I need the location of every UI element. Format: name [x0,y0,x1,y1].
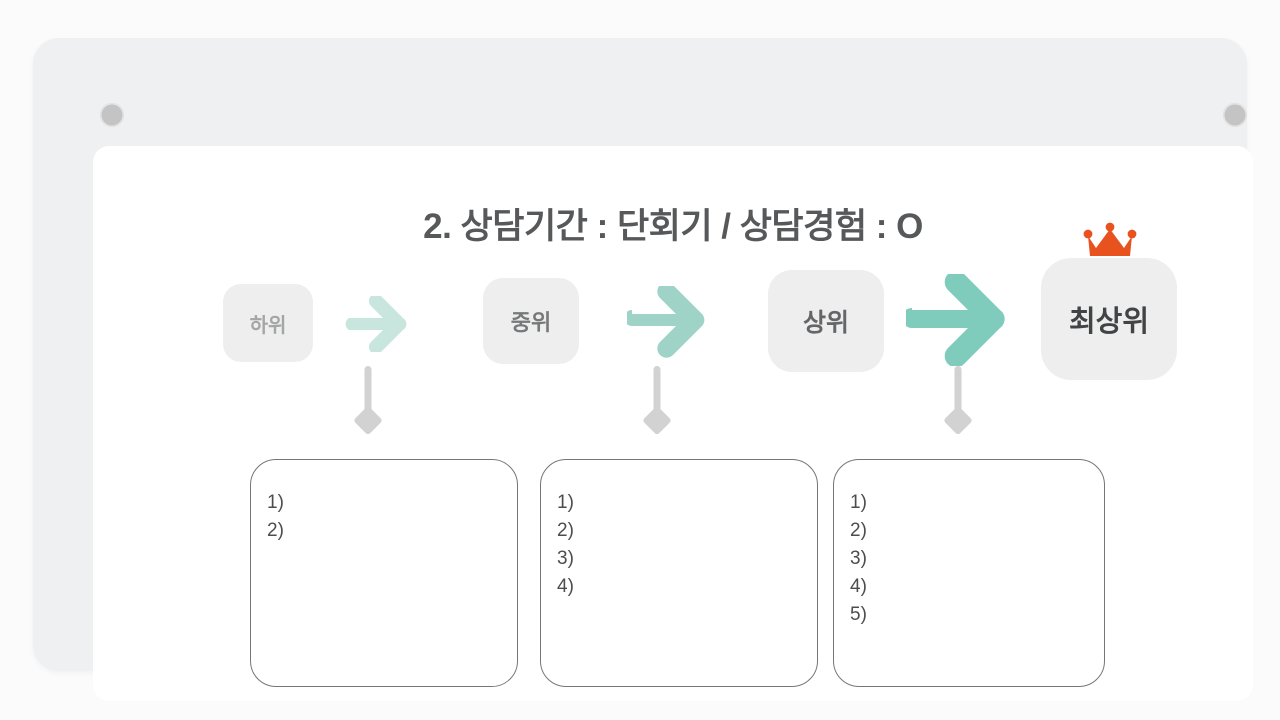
list-item: 5) [850,604,867,625]
connector-stem [954,366,962,418]
page-title: 2. 상담기간 : 단회기 / 상담경험 : O [423,207,923,246]
list-item: 3) [557,548,574,569]
crown-icon [1083,222,1137,260]
list-item: 2) [557,520,574,541]
stage-label: 상위 [802,309,849,337]
content-box-2[interactable]: 1) 2) 3) 4) [540,459,818,687]
list-item: 3) [850,548,867,569]
list-item: 1) [557,492,574,513]
content-box-1[interactable]: 1) 2) [250,459,518,687]
list-item: 4) [850,576,867,597]
stage-progression: 하위 중위 상위 [93,222,1253,391]
connector-1 [353,366,383,444]
frame-dot-left-icon [100,103,124,127]
connector-3 [943,366,973,444]
connector-stem [653,366,661,418]
stage-box-하위[interactable]: 하위 [223,284,313,362]
list-item: 2) [267,520,284,541]
connector-stem [364,366,372,418]
device-frame: 2. 상담기간 : 단회기 / 상담경험 : O 하위 중위 [33,38,1253,701]
list-item: 1) [267,492,284,513]
connector-diamond-icon [642,405,672,436]
connector-diamond-icon [353,405,383,436]
content-box-3[interactable]: 1) 2) 3) 4) 5) [833,459,1105,687]
connector-diamond-icon [943,405,973,436]
stage-box-중위[interactable]: 중위 [483,278,579,364]
stage-arrow-1-icon [345,293,409,355]
frame-dot-right-icon [1223,103,1247,127]
stage-box-상위[interactable]: 상위 [768,270,884,372]
list-item: 2) [850,520,867,541]
stage-arrow-3-icon [902,270,1010,368]
list-item: 1) [850,492,867,513]
stage-label: 하위 [249,314,287,337]
stage-label: 최상위 [1068,306,1150,338]
list-item: 4) [557,576,574,597]
stage-label: 중위 [510,310,552,335]
slide-screen: 2. 상담기간 : 단회기 / 상담경험 : O 하위 중위 [93,146,1253,701]
stage-arrow-2-icon [624,282,709,358]
stage-box-최상위[interactable]: 최상위 [1041,258,1177,380]
connector-2 [642,366,672,444]
